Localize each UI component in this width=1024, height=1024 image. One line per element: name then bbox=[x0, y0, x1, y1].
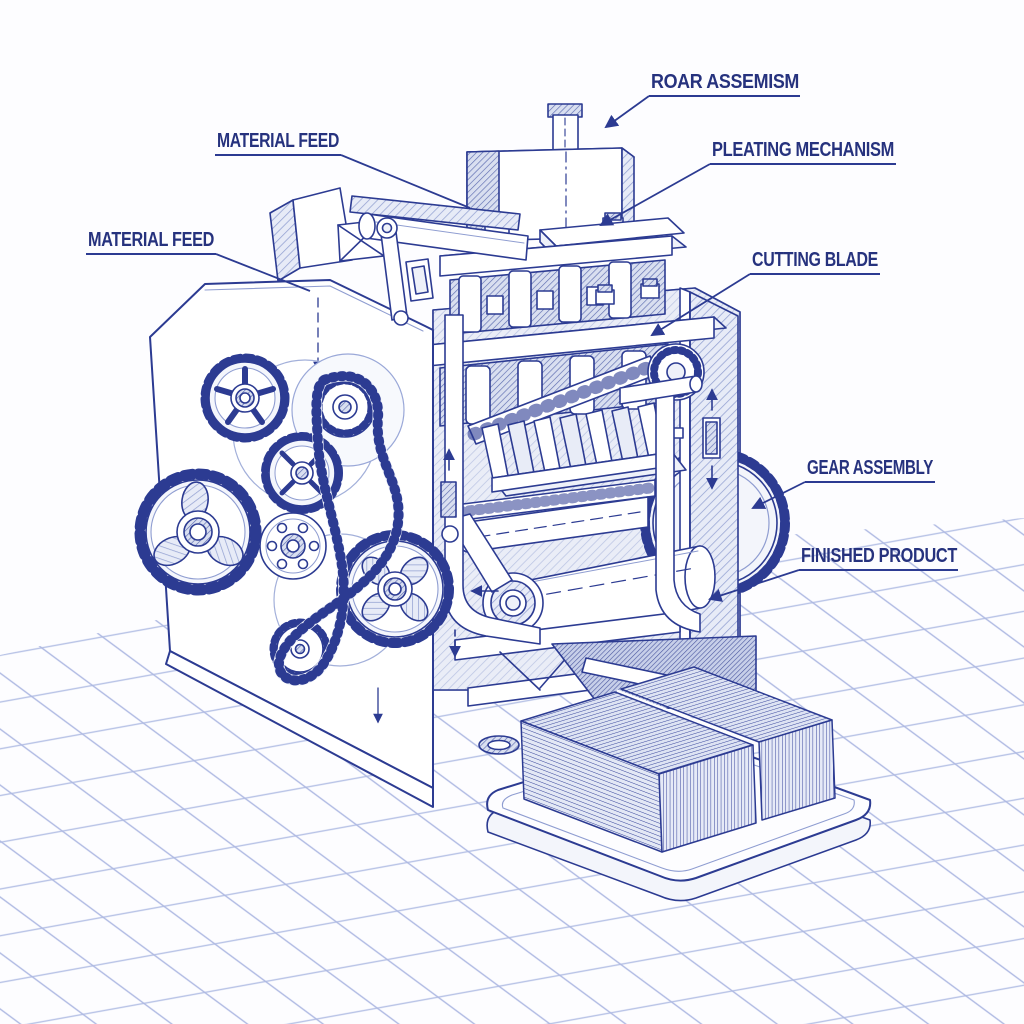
callout-finished-product: FINISHED PRODUCT bbox=[708, 545, 958, 602]
right-inner-frame bbox=[619, 375, 703, 633]
flange-disc bbox=[259, 512, 327, 580]
callout-material-feed-lower: MATERIAL FEED bbox=[86, 229, 311, 292]
label-cutting-blade: CUTTING BLADE bbox=[752, 249, 878, 271]
callout-roar-assemism: ROAR ASSEMISM bbox=[604, 71, 800, 129]
gear-top-left bbox=[200, 353, 290, 443]
upper-guide-columns bbox=[449, 259, 666, 335]
label-roar-assemism: ROAR ASSEMISM bbox=[651, 71, 799, 93]
main-roller bbox=[447, 513, 716, 648]
callout-material-feed-upper: MATERIAL FEED bbox=[215, 130, 471, 209]
gear-big-left bbox=[134, 468, 262, 596]
callout-cutting-blade: CUTTING BLADE bbox=[650, 249, 880, 337]
press-head bbox=[466, 103, 635, 244]
finished-product-blocks bbox=[520, 666, 836, 853]
label-material-feed-upper: MATERIAL FEED bbox=[217, 130, 339, 152]
label-pleating-mechanism: PLEATING MECHANISM bbox=[712, 139, 894, 161]
feed-track bbox=[467, 343, 705, 445]
material-feed-assembly bbox=[269, 187, 529, 326]
gear-middle bbox=[261, 432, 343, 514]
drive-chain bbox=[273, 370, 405, 686]
label-finished-product: FINISHED PRODUCT bbox=[801, 545, 957, 567]
callout-gear-assembly: GEAR ASSEMBLY bbox=[751, 457, 935, 509]
label-gear-assembly: GEAR ASSEMBLY bbox=[807, 457, 934, 479]
gear-train bbox=[134, 353, 454, 724]
upper-platen bbox=[439, 235, 687, 277]
callout-pleating-mechanism: PLEATING MECHANISM bbox=[599, 139, 896, 226]
callouts: ROAR ASSEMISM MATERIAL FEED PLEATING MEC… bbox=[86, 71, 958, 602]
label-material-feed-lower: MATERIAL FEED bbox=[88, 229, 214, 251]
